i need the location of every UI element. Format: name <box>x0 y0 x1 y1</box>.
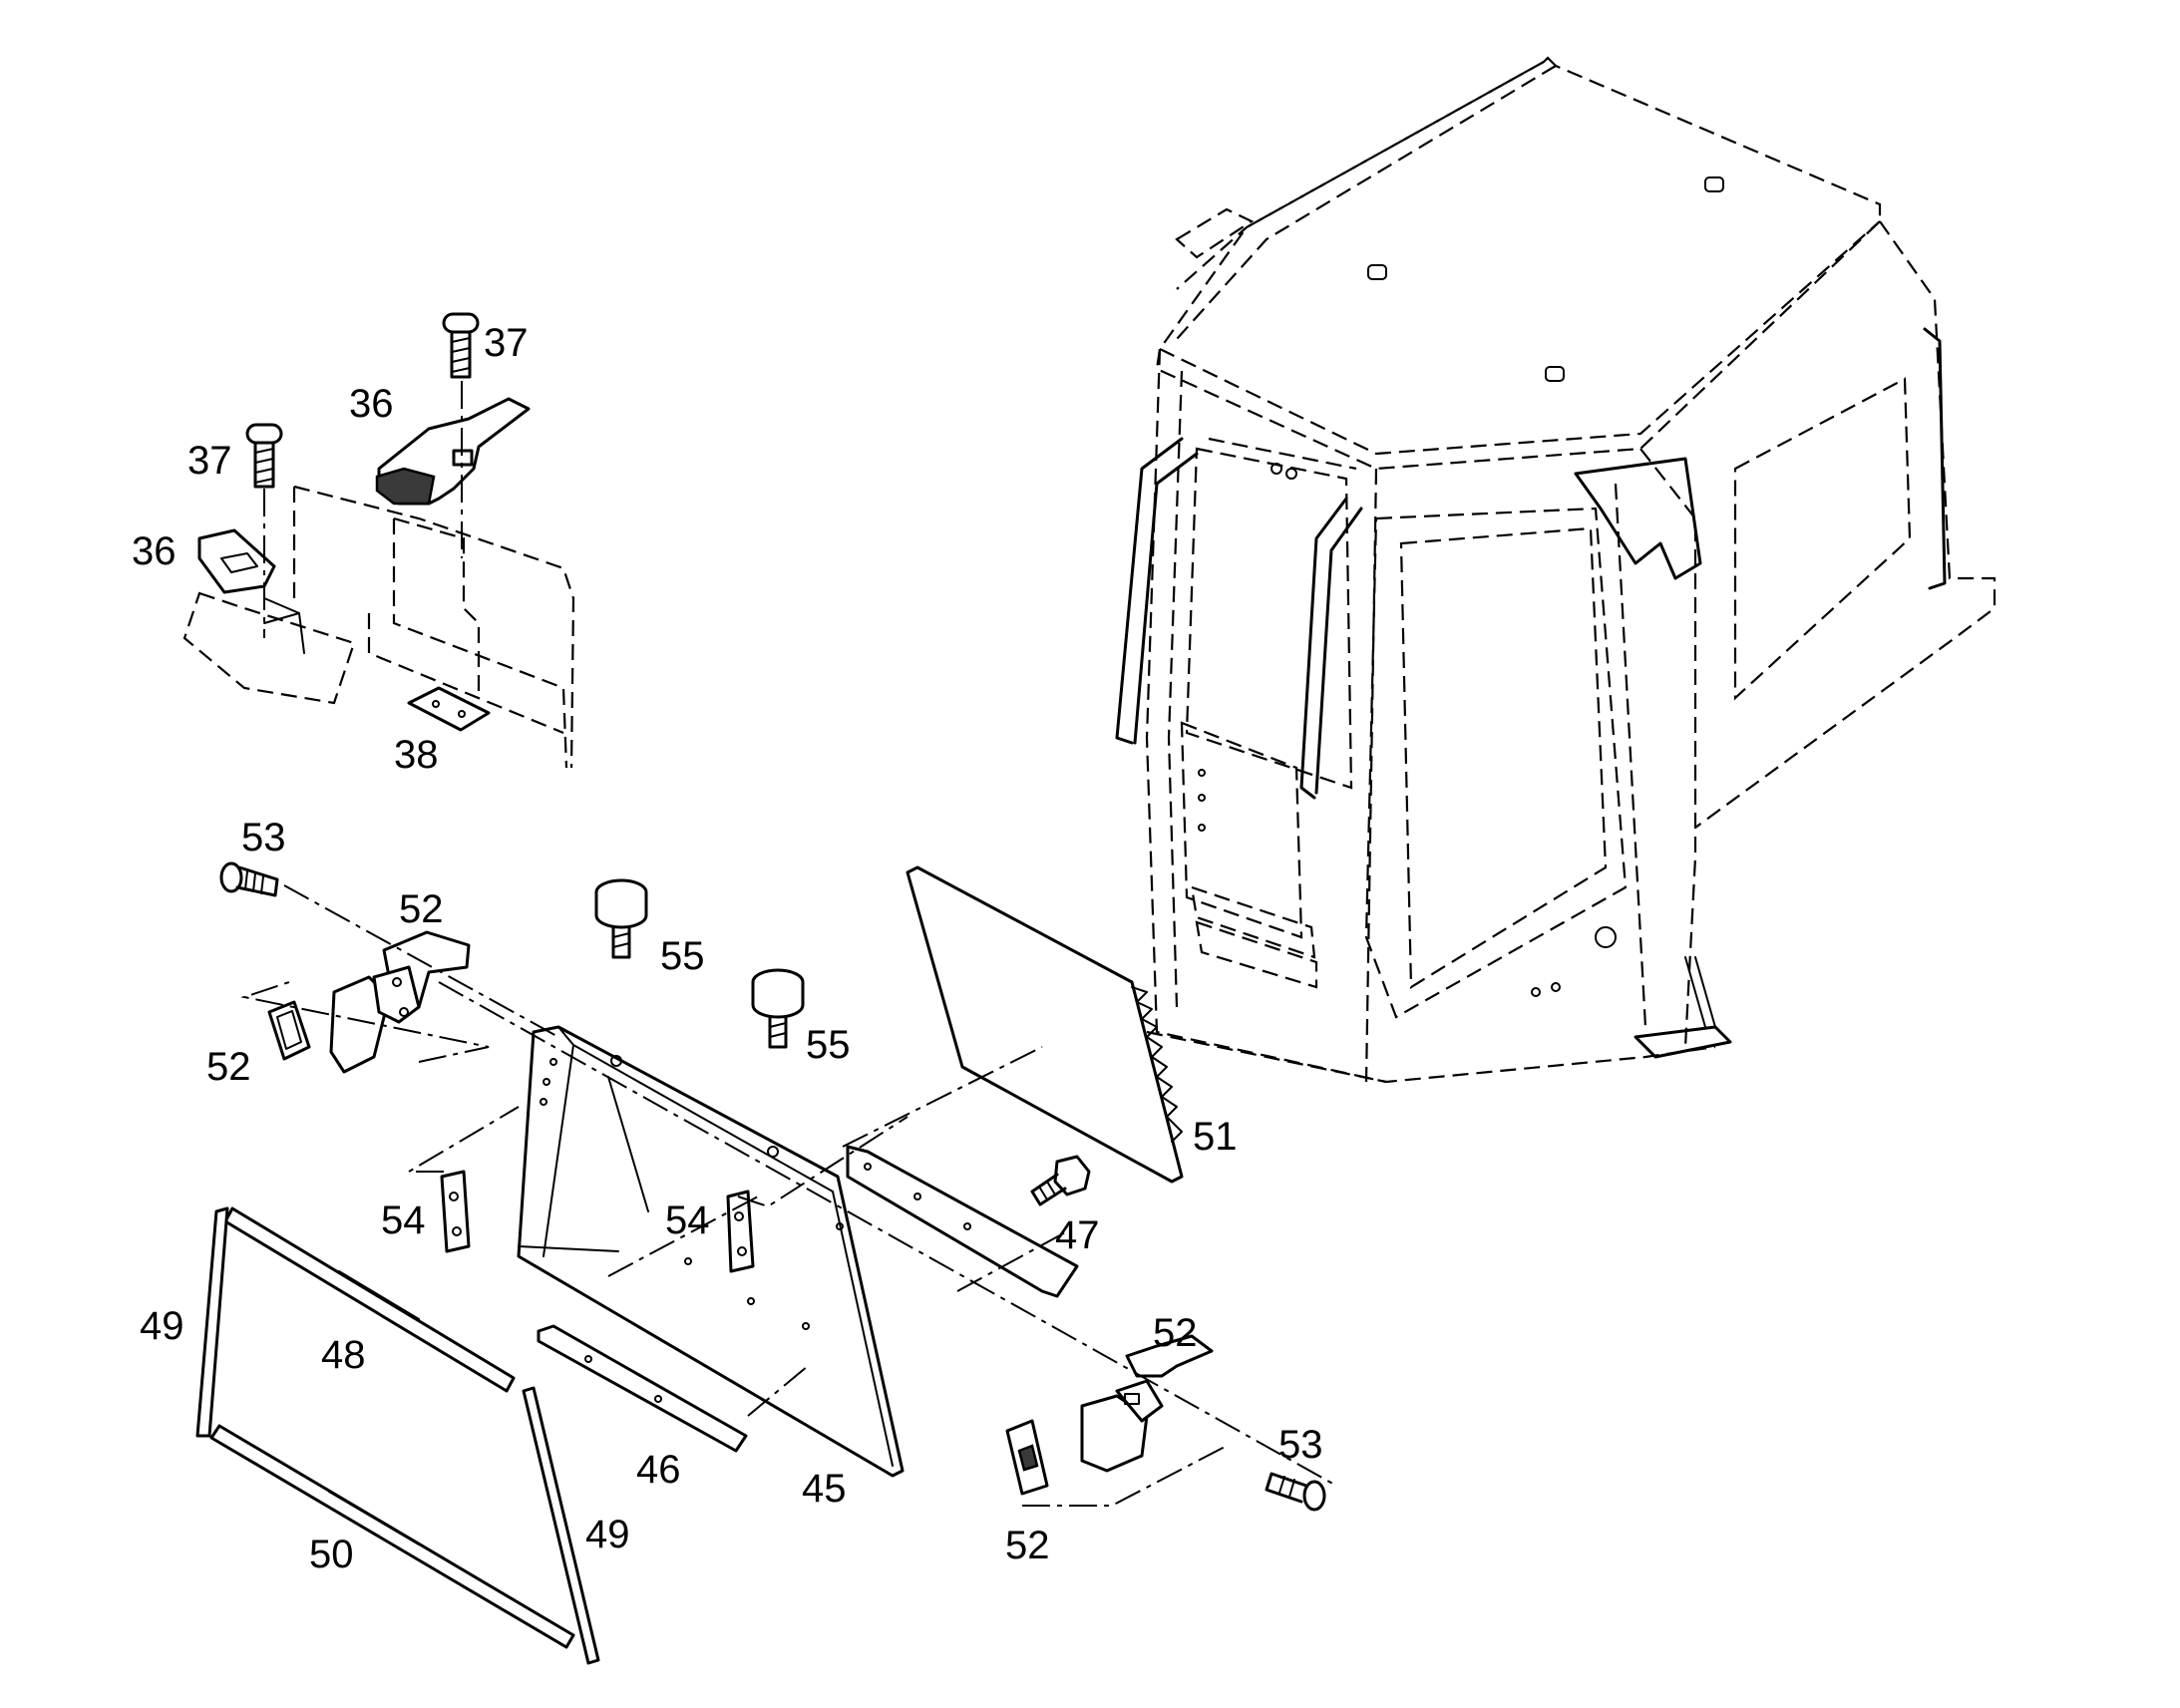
callout-53-left: 53 <box>241 816 286 859</box>
cab-assembly <box>1115 56 1997 1084</box>
callout-49-left: 49 <box>140 1304 184 1348</box>
callout-45: 45 <box>802 1467 847 1511</box>
callout-36-left: 36 <box>132 529 177 573</box>
callout-48: 48 <box>321 1333 366 1377</box>
callout-47: 47 <box>1055 1213 1100 1257</box>
callout-37-upper: 37 <box>484 321 529 365</box>
callout-36-upper: 36 <box>349 382 394 426</box>
callout-52-upper-left: 52 <box>399 887 444 931</box>
callout-54-left: 54 <box>381 1198 426 1242</box>
door-panel-assembly <box>195 861 1337 1665</box>
callout-37-left: 37 <box>187 439 232 483</box>
callout-50: 50 <box>309 1533 354 1576</box>
callout-55-right: 55 <box>806 1023 851 1067</box>
callout-38: 38 <box>394 733 439 777</box>
callout-49-right: 49 <box>585 1513 630 1556</box>
callout-46: 46 <box>636 1448 681 1492</box>
latch-detail-upper <box>182 312 575 769</box>
callout-52-lower-right: 52 <box>1005 1524 1050 1567</box>
callout-52-upper-right: 52 <box>1153 1311 1198 1355</box>
callout-54-right: 54 <box>665 1198 710 1242</box>
callout-55-left: 55 <box>660 934 705 978</box>
callout-53-right: 53 <box>1278 1423 1323 1467</box>
callout-labels: 37 36 37 36 38 53 52 52 55 55 51 54 54 4… <box>132 321 1323 1576</box>
callout-51: 51 <box>1193 1115 1238 1159</box>
callout-52-lower-left: 52 <box>206 1045 251 1089</box>
